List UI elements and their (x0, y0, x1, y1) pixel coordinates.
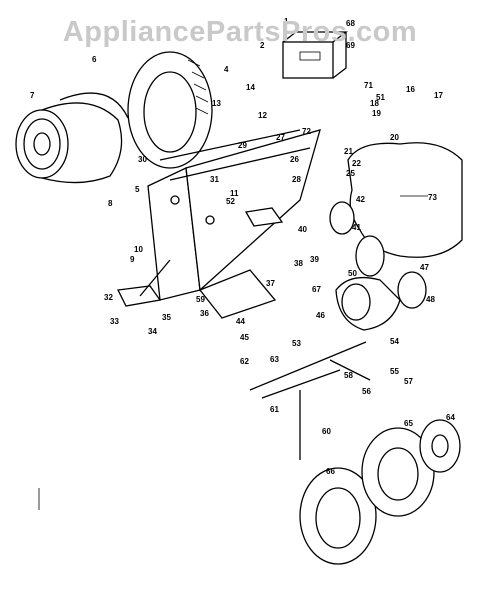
callout-19: 19 (372, 109, 381, 118)
callout-1: 1 (284, 17, 289, 26)
clutch-pedal (244, 207, 284, 227)
callout-50: 50 (348, 269, 357, 278)
callout-52: 52 (226, 197, 235, 206)
callout-39: 39 (310, 255, 319, 264)
callout-34: 34 (148, 327, 157, 336)
transaxle (335, 276, 401, 331)
callout-42: 42 (356, 195, 365, 204)
callout-44: 44 (236, 317, 245, 326)
callout-41: 41 (352, 223, 361, 232)
callout-32: 32 (104, 293, 113, 302)
callout-61: 61 (270, 405, 279, 414)
callout-47: 47 (420, 263, 429, 272)
callout-54: 54 (390, 337, 399, 346)
callout-26: 26 (290, 155, 299, 164)
callout-2: 2 (260, 41, 265, 50)
callout-25: 25 (346, 169, 355, 178)
callout-69: 69 (346, 41, 355, 50)
callout-58: 58 (344, 371, 353, 380)
callout-48: 48 (426, 295, 435, 304)
callout-22: 22 (352, 159, 361, 168)
callout-12: 12 (258, 111, 267, 120)
front-wheel-rim (419, 419, 461, 473)
front-tire-2 (361, 427, 435, 517)
callout-73: 73 (428, 193, 437, 202)
callout-30: 30 (138, 155, 147, 164)
callout-6: 6 (92, 55, 97, 64)
callout-11: 11 (230, 189, 239, 198)
callout-5: 5 (135, 185, 140, 194)
rear-tire (127, 51, 213, 169)
callout-36: 36 (200, 309, 209, 318)
callout-37: 37 (266, 279, 275, 288)
callout-66: 66 (326, 467, 335, 476)
callout-8: 8 (108, 199, 113, 208)
callout-60: 60 (322, 427, 331, 436)
callout-20: 20 (390, 133, 399, 142)
callout-38: 38 (294, 259, 303, 268)
callout-16: 16 (406, 85, 415, 94)
callout-64: 64 (446, 413, 455, 422)
callout-65: 65 (404, 419, 413, 428)
callout-71: 71 (364, 81, 373, 90)
callout-17: 17 (434, 91, 443, 100)
callout-29: 29 (238, 141, 247, 150)
callout-57: 57 (404, 377, 413, 386)
callout-7: 7 (30, 91, 35, 100)
callout-10: 10 (134, 245, 143, 254)
callout-63: 63 (270, 355, 279, 364)
callout-13: 13 (212, 99, 221, 108)
callout-40: 40 (298, 225, 307, 234)
callout-18: 18 (370, 99, 379, 108)
callout-53: 53 (292, 339, 301, 348)
rear-wheel-rim (15, 92, 129, 184)
callout-67: 67 (312, 285, 321, 294)
pulleys (329, 201, 427, 309)
engine (347, 142, 463, 258)
callout-62: 62 (240, 357, 249, 366)
callout-56: 56 (362, 387, 371, 396)
callout-51: 51 (376, 93, 385, 102)
battery (282, 31, 348, 79)
callout-68: 68 (346, 19, 355, 28)
callout-4: 4 (224, 65, 229, 74)
linkage (249, 341, 371, 460)
callout-59: 59 (196, 295, 205, 304)
callout-33: 33 (110, 317, 119, 326)
callout-31: 31 (210, 175, 219, 184)
brake-pedal (117, 259, 171, 307)
callout-55: 55 (390, 367, 399, 376)
callout-28: 28 (292, 175, 301, 184)
callout-46: 46 (316, 311, 325, 320)
frame-plates (147, 129, 321, 319)
callout-45: 45 (240, 333, 249, 342)
callout-21: 21 (344, 147, 353, 156)
callout-9: 9 (130, 255, 135, 264)
callout-72: 72 (302, 127, 311, 136)
callout-27: 27 (276, 133, 285, 142)
callout-35: 35 (162, 313, 171, 322)
front-tire-1 (299, 467, 377, 565)
callout-14: 14 (246, 83, 255, 92)
